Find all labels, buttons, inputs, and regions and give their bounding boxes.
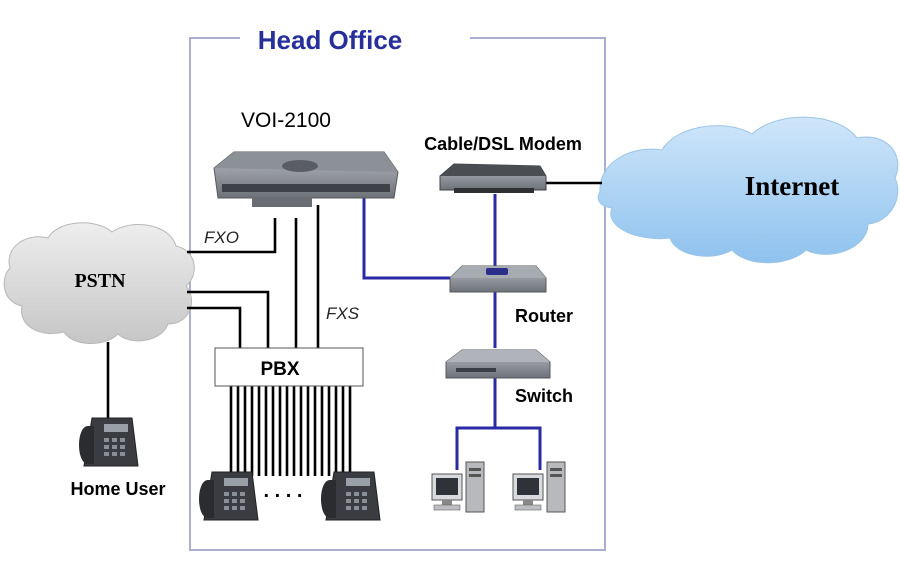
router-device-icon [449,265,547,293]
modem-device-icon [439,163,547,193]
phone-icon [321,471,381,521]
home-user-label: Home User [70,479,165,499]
internet-cloud [597,116,899,264]
head-office-title: Head Office [258,25,403,55]
link-switch-pcs [455,426,542,470]
pstn-label: PSTN [74,270,126,292]
switch-label: Switch [515,386,573,406]
pbx-extension-lines [229,386,352,476]
switch-device-icon [445,349,551,379]
blue-links [362,194,542,470]
voi-2100-label: VOI-2100 [241,109,331,132]
link-pstn-pbx-1 [187,290,270,348]
phone-ellipsis: . . . . [264,480,303,502]
link-pstn-pbx-2 [187,306,242,348]
phone-icon [79,417,139,467]
pc-icon [512,461,566,513]
modem-label: Cable/DSL Modem [424,134,582,154]
head-office-frame [189,37,606,551]
phone-icon [199,471,259,521]
pbx-box [214,347,364,387]
router-label: Router [515,306,573,326]
internet-label: Internet [745,171,839,201]
black-links [106,181,602,476]
fxs-label: FXS [326,304,360,323]
link-voip-router [362,198,452,280]
fxo-label: FXO [204,228,239,247]
pc-icon [431,461,485,513]
pbx-label: PBX [260,359,299,380]
link-voip-fxo-pstn [187,218,277,254]
voi-2100-device-icon [213,151,399,207]
